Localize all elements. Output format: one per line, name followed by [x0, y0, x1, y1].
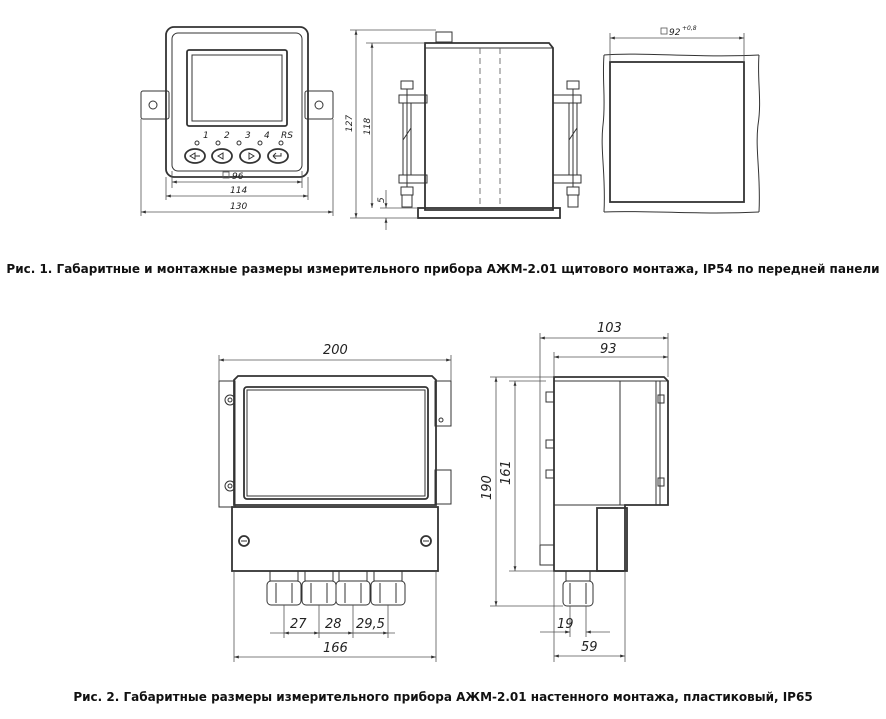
front-buttons	[184, 148, 289, 164]
dim-19: 19	[557, 617, 574, 632]
display-screen	[186, 49, 288, 127]
fig1-side-view: 127 118 5	[345, 29, 582, 230]
dim-127: 127	[345, 115, 355, 132]
led-label-2: 2	[224, 131, 230, 141]
display-window	[243, 386, 429, 500]
dim-161: 161	[499, 460, 514, 485]
side-housing	[553, 376, 669, 572]
side-body	[424, 42, 554, 211]
panel-edge-right	[756, 54, 761, 213]
indicator-leds	[194, 140, 284, 146]
dim-93: 93	[600, 342, 617, 357]
dim-130: 130	[230, 202, 247, 212]
dim-29-5: 29,5	[356, 617, 385, 632]
dim-28: 28	[325, 617, 342, 632]
led-label-3: 3	[245, 131, 251, 141]
terminal-cover	[596, 507, 628, 572]
fig1-panel-cutout: 92 +0,8	[601, 25, 761, 214]
led-label-4: 4	[264, 131, 270, 141]
top-connector	[435, 31, 453, 43]
cable-glands	[266, 570, 406, 606]
side-gland	[565, 570, 591, 582]
dim-118: 118	[363, 118, 373, 135]
figure-1-caption: Рис. 1. Габаритные и монтажные размеры и…	[6, 262, 880, 276]
fig1-front-view: 1 2 3 4 RS 96 114 130	[140, 26, 334, 216]
left-side-tab	[218, 380, 236, 508]
dim-200: 200	[323, 343, 348, 358]
led-label-1: 1	[203, 131, 209, 141]
right-bracket	[304, 90, 334, 120]
dim-92-tolerance: +0,8	[682, 25, 697, 32]
dim-5: 5	[377, 197, 387, 203]
dim-190: 190	[480, 475, 495, 500]
upper-housing	[233, 375, 437, 506]
fig2-side-view: 103 93 190 161 19 59	[480, 321, 669, 662]
left-clamp	[398, 80, 428, 208]
front-panel-flange	[417, 207, 561, 219]
front-bezel	[165, 26, 309, 178]
left-bracket	[140, 90, 170, 120]
dim-103: 103	[597, 321, 622, 336]
right-clamp	[552, 80, 582, 208]
figure-2-caption: Рис. 2. Габаритные размеры измерительног…	[73, 690, 813, 704]
dim-92: 92	[669, 28, 681, 38]
dim-166: 166	[323, 641, 348, 656]
cutout-hole	[609, 61, 745, 203]
dim-27: 27	[290, 617, 307, 632]
wall-clips	[539, 391, 555, 566]
dim-96: 96	[232, 172, 244, 182]
fig2-front-view: 200 27 28 29,5 166	[218, 343, 452, 662]
dim-114: 114	[230, 186, 247, 196]
dim-59: 59	[581, 640, 598, 655]
led-label-rs: RS	[281, 131, 293, 141]
lower-housing	[231, 506, 439, 572]
panel-edge-left	[601, 54, 605, 213]
